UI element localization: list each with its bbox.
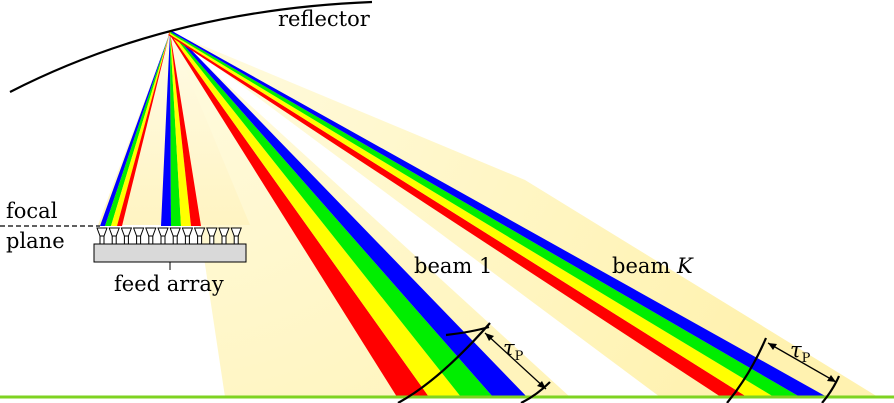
reflector-arc — [9, 0, 373, 93]
beam-k-label: beam K — [612, 254, 694, 278]
feed-horn-neck — [148, 235, 154, 245]
beam-k-label-prefix: beam — [612, 254, 677, 278]
beam-1-stripes — [168, 32, 527, 397]
feed-horn — [181, 227, 194, 245]
beam-k-wavefront-ground — [821, 375, 841, 403]
feed-horn-neck — [111, 235, 117, 245]
beam-k-stripe-yellow — [169, 33, 774, 397]
beam-k-tau-arrow — [767, 342, 837, 383]
feed-horn — [206, 227, 218, 245]
beam-1-tau-symbol: τ — [503, 336, 515, 360]
beam-k-stripe-blue — [171, 31, 827, 397]
beam-k-tau-arrowhead-top — [768, 343, 777, 350]
beam-1-tau-arrowhead-bottom — [537, 381, 546, 389]
left-feed-ray-yellow — [111, 32, 170, 226]
feed-array-label: feed array — [114, 272, 224, 296]
feed-horn-neck — [209, 235, 215, 245]
beam-k-wavefront-main — [726, 337, 768, 403]
beam-1-tau-arrow — [484, 332, 547, 390]
feed-horn-neck — [221, 235, 227, 245]
left-feed-rays — [100, 32, 170, 226]
focal-plane-label-line1: focal — [6, 199, 58, 223]
feed-horn-neck — [184, 235, 190, 245]
feed-horn — [96, 227, 108, 245]
feed-horn-mouth — [96, 227, 108, 237]
beam-1-stripe-blue — [172, 32, 527, 397]
center-feed-ray-red — [170, 32, 201, 226]
feed-horn — [145, 227, 157, 245]
feed-horn — [108, 227, 120, 245]
feed-horn-neck — [123, 235, 129, 245]
left-feed-ray-blue — [100, 32, 170, 226]
beam-1-stripe-yellow — [169, 32, 461, 397]
beam-1-wavefront-main — [397, 322, 491, 403]
feed-horn-mouth — [132, 227, 145, 237]
left-feed-ray-green — [105, 32, 170, 226]
beam-k-tau-arrowhead-bottom — [827, 375, 836, 382]
beam-k-stripes — [168, 31, 827, 397]
beam-k-stripe-green — [170, 32, 800, 397]
reflector-label: reflector — [278, 7, 371, 31]
feed-horn-neck — [233, 235, 239, 245]
beam-k-stripe-red — [168, 34, 747, 397]
beam-k-label-symbol: K — [676, 254, 694, 278]
center-feed-ray-blue — [161, 32, 171, 226]
beam-1-tau-subscript: P — [515, 349, 524, 364]
feed-horn — [230, 227, 242, 245]
beam-k-tau-subscript: P — [802, 351, 811, 366]
feed-horn-mouth — [181, 227, 194, 237]
feed-horn — [169, 227, 181, 245]
beam-1-wavefront-ground — [520, 381, 551, 403]
feed-horn-neck — [197, 235, 203, 245]
feed-horn-mouth — [169, 227, 181, 237]
beam-1-glow-cone — [170, 32, 570, 397]
beam-k-glow-cone — [170, 32, 878, 397]
focal-plane-label-line2: plane — [6, 229, 65, 253]
feed-elements — [96, 227, 242, 245]
beam-1-stripe-red — [168, 32, 429, 397]
feed-horn-neck — [160, 235, 166, 245]
left-feed-ray-red — [117, 32, 170, 226]
beam-k-tau-label: τP — [790, 338, 811, 366]
beam-1-label: beam 1 — [414, 254, 492, 278]
beam-1-tau-arrowhead-top — [485, 333, 494, 341]
feed-horn-mouth — [120, 227, 133, 237]
feed-horn-mouth — [157, 227, 169, 237]
beam-1-stripe-green — [171, 32, 493, 397]
feed-horn — [218, 227, 230, 245]
feed-horn-neck — [99, 235, 105, 245]
feed-horn — [132, 227, 145, 245]
feed-horn-mouth — [108, 227, 120, 237]
feed-horn — [157, 227, 169, 245]
beam-k-tau-symbol: τ — [790, 338, 802, 362]
feed-horn — [193, 227, 206, 245]
feed-horn-mouth — [145, 227, 157, 237]
feed-horn-neck — [136, 235, 142, 245]
beam-1-tau-label: τP — [503, 336, 524, 364]
feed-array-body — [93, 243, 247, 263]
center-feed-rays — [161, 32, 201, 226]
feed-horn-neck — [172, 235, 178, 245]
feed-horn — [120, 227, 133, 245]
